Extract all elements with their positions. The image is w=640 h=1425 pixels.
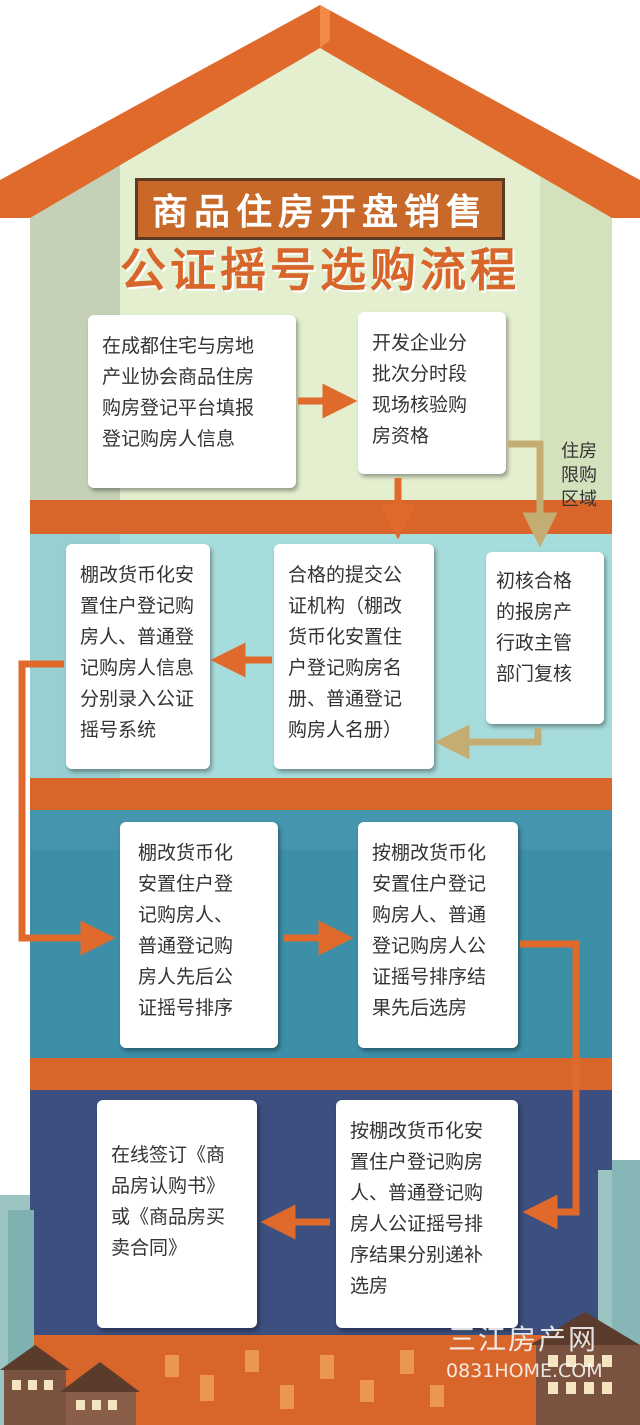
step-lottery: 棚改货币化 安置住户登 记购房人、 普通登记购 房人先后公 证摇号排序 bbox=[120, 822, 278, 1048]
step-select: 按棚改货币化 安置住户登记 购房人、普通 登记购房人公 证摇号排序结 果先后选房 bbox=[358, 822, 518, 1048]
small-house-right bbox=[530, 1312, 640, 1425]
arrow-select-to-supplement bbox=[520, 940, 580, 1230]
small-house-left bbox=[0, 1345, 140, 1425]
step-register: 在成都住宅与房地 产业协会商品住房 购房登记平台填报 登记购房人信息 bbox=[88, 315, 296, 488]
step-recheck: 初核合格 的报房产 行政主管 部门复核 bbox=[486, 552, 604, 724]
arrow-verify-to-recheck bbox=[508, 440, 558, 548]
step-record: 棚改货币化安 置住户登记购 房人、普通登 记购房人信息 分别录入公证 摇号系统 bbox=[66, 544, 210, 769]
arrow-record-to-lottery bbox=[18, 660, 116, 956]
watermark-site-url: 0831HOME.COM bbox=[446, 1360, 603, 1382]
title-line-1: 商品住房开盘销售 bbox=[0, 178, 640, 240]
title-line-2: 公证摇号选购流程 bbox=[120, 243, 520, 297]
purchase-restriction-label: 住房 限购 区域 bbox=[561, 441, 597, 510]
step-verify: 开发企业分 批次分时段 现场核验购 房资格 bbox=[358, 312, 506, 474]
floor-band bbox=[30, 1058, 612, 1090]
floor-band bbox=[30, 500, 612, 534]
arrow-recheck-to-submit bbox=[434, 724, 542, 760]
step-submit: 合格的提交公 证机构（棚改 货币化安置住 户登记购房名 册、普通登记 购房人名册… bbox=[274, 544, 434, 769]
step-supplement: 按棚改货币化安 置住户登记购房 人、普通登记购 房人公证摇号排 序结果分别递补 … bbox=[336, 1100, 518, 1328]
floor-band bbox=[30, 778, 612, 810]
title-primary: 商品住房开盘销售 bbox=[134, 178, 505, 240]
watermark-site-name: 三江房产网 bbox=[448, 1323, 599, 1356]
step-sign: 在线签订《商 品房认购书》 或《商品房买 卖合同》 bbox=[97, 1100, 257, 1328]
